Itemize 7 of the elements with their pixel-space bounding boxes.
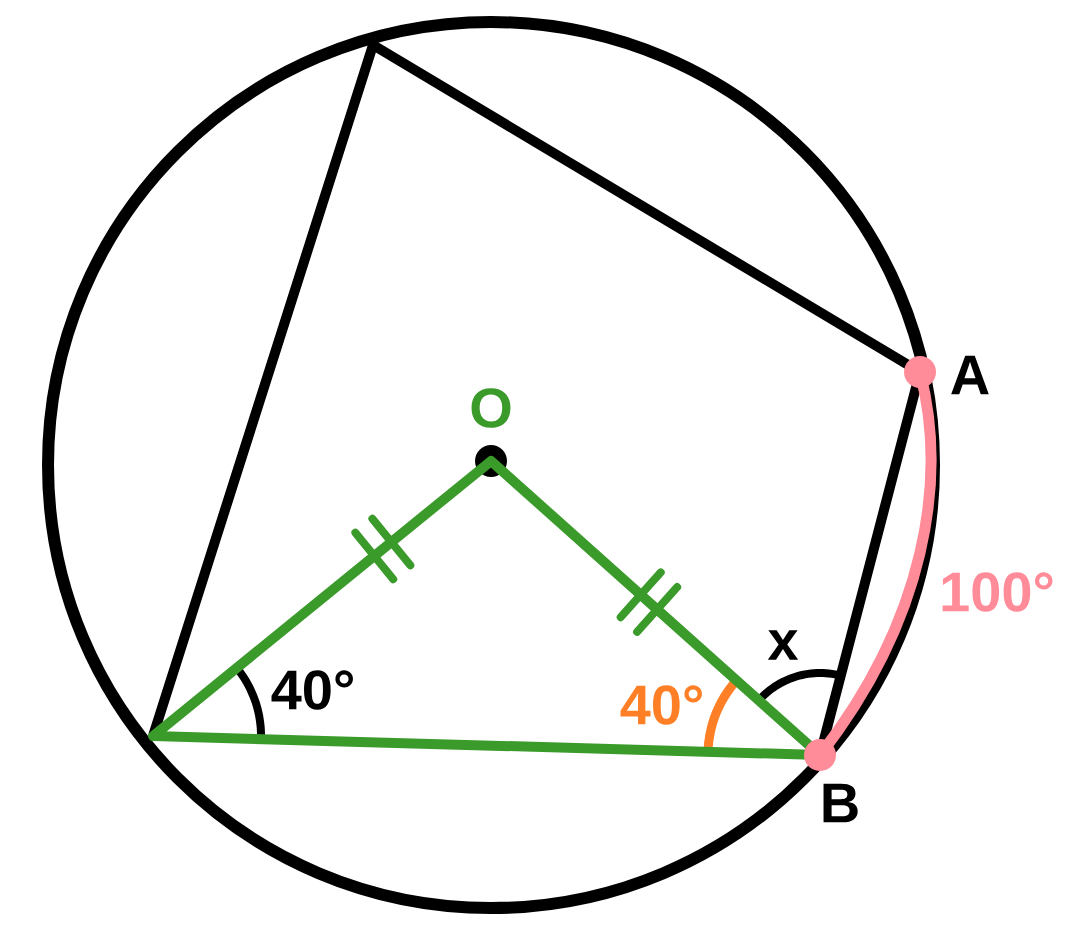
point-label: A: [951, 355, 989, 395]
angle-label: x: [767, 630, 799, 660]
point-label: B: [823, 783, 858, 823]
arc-label: 100°: [942, 572, 1053, 612]
angle-label: 40°: [271, 670, 353, 710]
angle-label: 40°: [620, 685, 702, 725]
point-label: O: [471, 388, 511, 428]
